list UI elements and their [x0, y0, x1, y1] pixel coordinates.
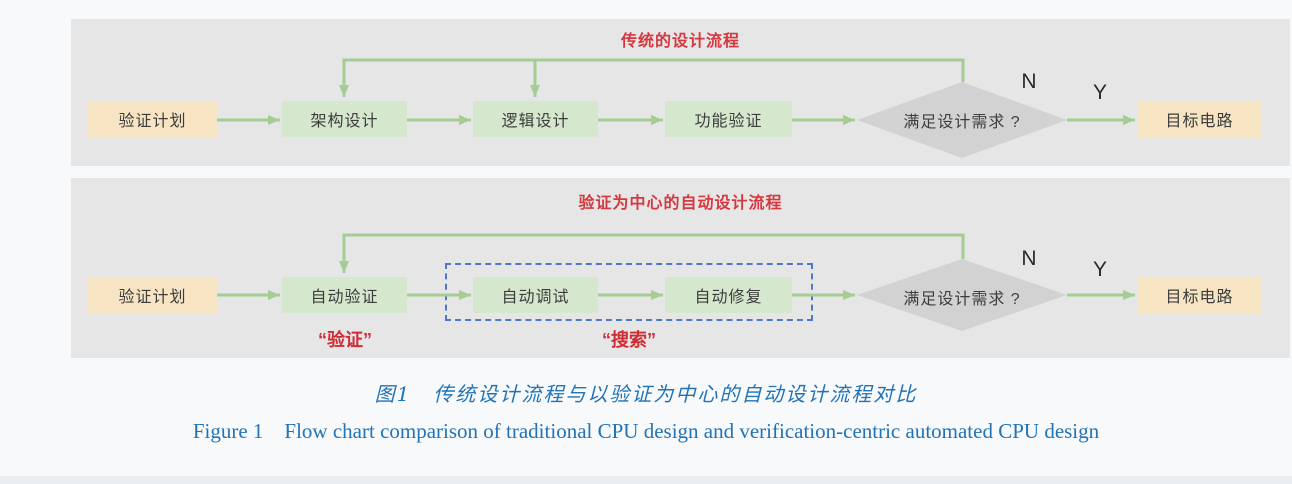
node-verification-plan: 验证计划 [88, 277, 217, 313]
traditional-flow-title: 传统的设计流程 [620, 33, 740, 50]
search-annotation: “搜索” [602, 330, 656, 350]
automated-flow-title: 验证为中心的自动设计流程 [578, 195, 783, 212]
yes-branch-label: Y [1092, 81, 1107, 104]
node-auto-verification: 自动验证 [282, 277, 407, 313]
node-verification-plan: 验证计划 [88, 101, 217, 137]
node-target-circuit: 目标电路 [1137, 101, 1262, 137]
search-group-dashed-box [445, 263, 813, 321]
no-branch-label: N [1021, 247, 1037, 270]
flow-arrows-and-diamond [217, 233, 1135, 331]
figure-caption-english: Figure 1 Flow chart comparison of tradit… [192, 419, 1100, 443]
node-auto-debug: 自动调试 [473, 277, 598, 313]
flow-arrows-and-diamond [217, 58, 1135, 158]
decision-label: 满足设计需求 ? [903, 291, 1021, 308]
decision-diamond [857, 82, 1067, 158]
node-logic-design: 逻辑设计 [473, 101, 598, 137]
traditional-flow-panel: 传统的设计流程 验证计划 架构设计 逻辑设计 功能验证 满足设计需求 ? N Y… [71, 19, 1290, 166]
verification-annotation: “验证” [318, 330, 372, 350]
node-auto-repair: 自动修复 [665, 277, 792, 313]
automated-flow-panel: 验证为中心的自动设计流程 验证计划 自动验证 自动调试 自动修复 满足设计需求 … [71, 178, 1290, 358]
node-target-circuit: 目标电路 [1137, 277, 1262, 313]
yes-branch-label: Y [1092, 258, 1107, 281]
decision-diamond [857, 259, 1067, 331]
decision-label: 满足设计需求 ? [903, 114, 1021, 131]
figure-caption-chinese: 图1 传统设计流程与以验证为中心的自动设计流程对比 [374, 382, 918, 406]
no-branch-label: N [1021, 70, 1037, 93]
node-architecture-design: 架构设计 [282, 101, 407, 137]
bottom-divider [0, 476, 1292, 484]
node-functional-verification: 功能验证 [665, 101, 792, 137]
